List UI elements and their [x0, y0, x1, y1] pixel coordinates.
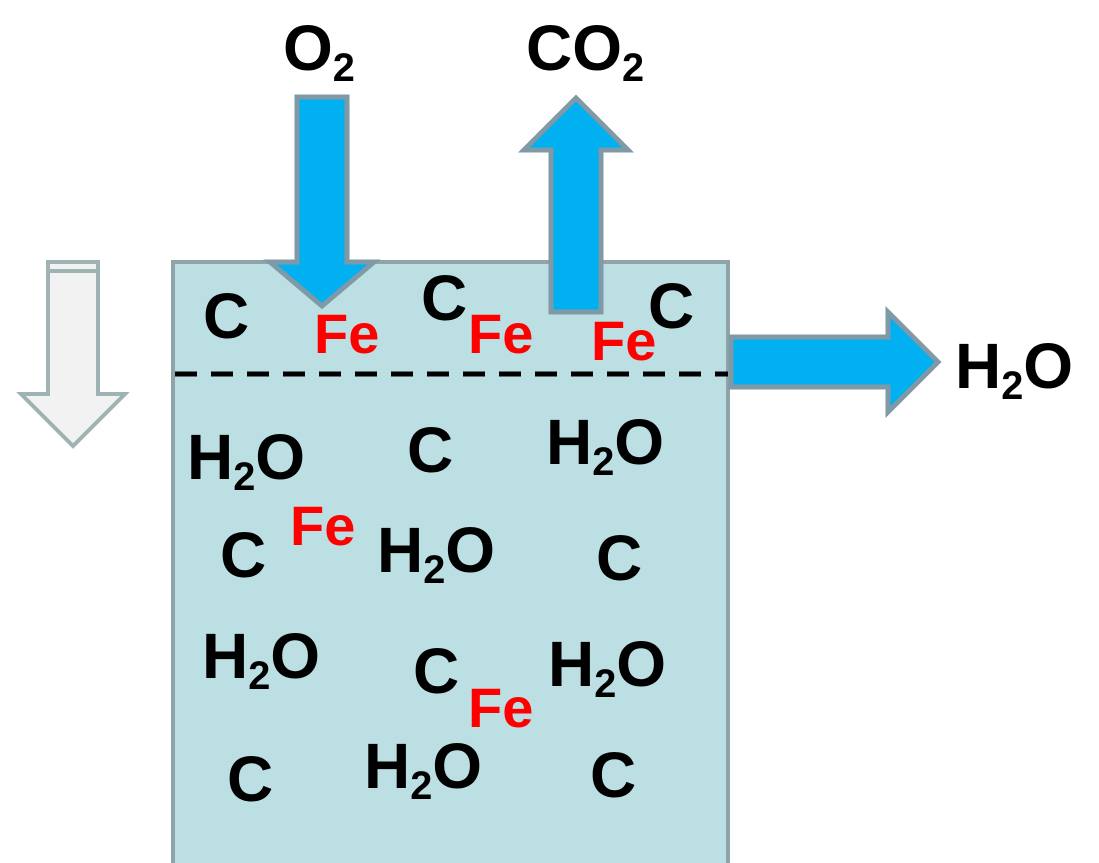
h2o-outflow-arrow [728, 305, 942, 419]
top-iron: Fe [468, 302, 534, 365]
bottom-carbon: C [220, 519, 267, 591]
co2-label: CO2 [526, 16, 644, 88]
top-iron: Fe [314, 302, 380, 365]
bottom-iron: Fe [468, 676, 534, 739]
co2-outflow-arrow [517, 94, 635, 315]
co2-label-subscript: 2 [622, 46, 645, 91]
h2o-label-subscript: 2 [1001, 364, 1024, 409]
bottom-water: H2O [202, 620, 321, 699]
o2-label: O2 [283, 16, 355, 88]
bottom-carbon: C [596, 522, 643, 594]
top-iron: Fe [591, 309, 657, 372]
bottom-water: H2O [377, 514, 496, 593]
bottom-carbon: C [227, 743, 274, 815]
bottom-iron: Fe [290, 494, 356, 557]
bottom-carbon: C [413, 635, 460, 707]
bottom-water: H2O [546, 406, 665, 485]
bottom-carbon: C [590, 739, 637, 811]
top-carbon: C [421, 262, 468, 334]
bottom-water: H2O [364, 730, 483, 809]
top-carbon: C [648, 270, 695, 342]
vessel-body [171, 260, 730, 863]
top-carbon: C [203, 280, 250, 352]
bottom-carbon: C [407, 414, 454, 486]
o2-label-subscript: 2 [332, 46, 355, 91]
bottom-water: H2O [187, 421, 306, 500]
co2-label-base: CO [526, 12, 622, 84]
o2-label-base: O [283, 12, 333, 84]
o2-inflow-arrow [263, 94, 381, 310]
settling-direction-arrow [16, 260, 130, 449]
h2o-label-tail: O [1023, 330, 1074, 402]
bottom-water: H2O [548, 628, 667, 707]
h2o-outflow-label: H2O [955, 334, 1073, 406]
h2o-label-base: H [955, 330, 1002, 402]
